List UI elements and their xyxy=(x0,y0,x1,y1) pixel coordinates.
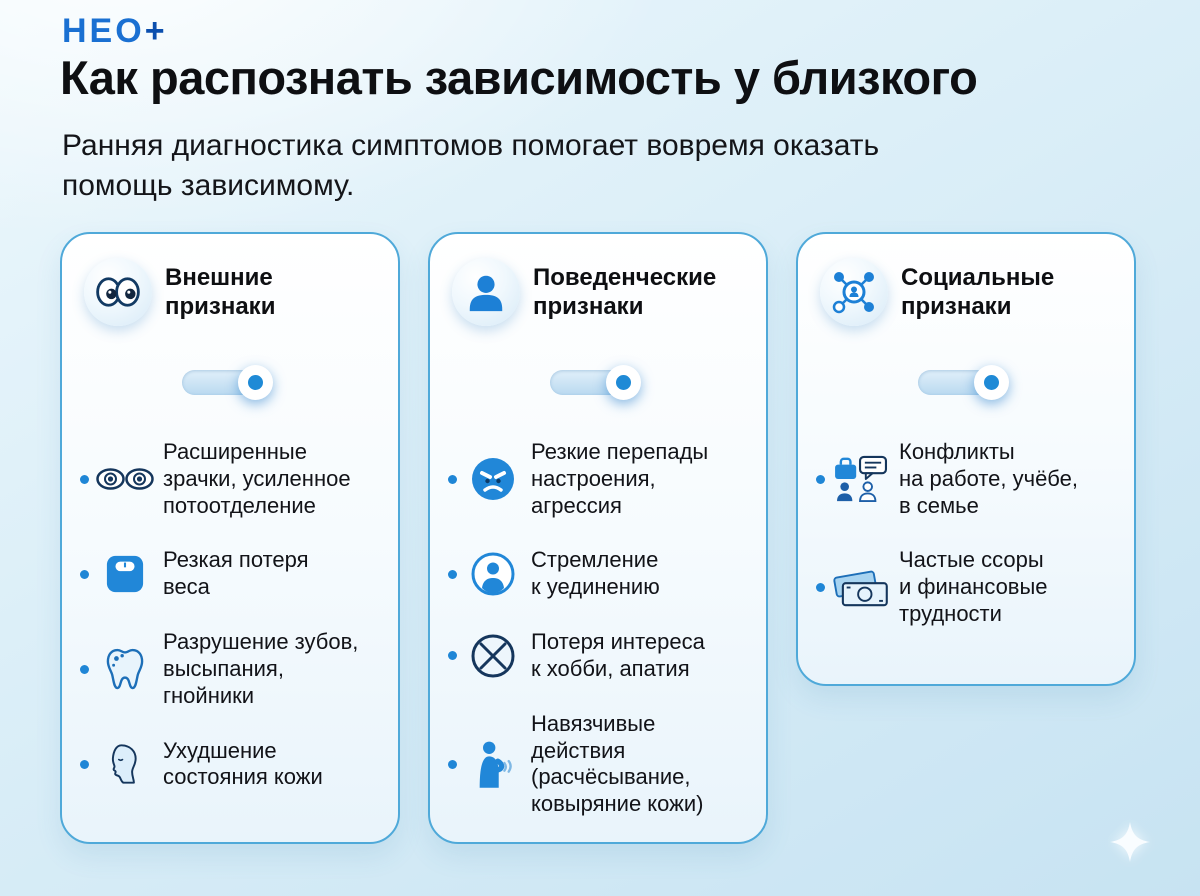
scale-icon xyxy=(95,554,155,594)
face-profile-icon xyxy=(95,742,155,786)
eyes-icon xyxy=(95,465,155,493)
item-text: Ухудшение состояния кожи xyxy=(163,737,323,790)
list-item: Ухудшение состояния кожи xyxy=(80,737,378,792)
list-item: Расширенные зрачки, усиленное потоотделе… xyxy=(80,439,378,519)
card-behavioral-signs: Поведенческие признаки Резкие перепады н… xyxy=(428,232,768,844)
bullet-dot xyxy=(448,759,457,769)
item-text: Расширенные зрачки, усиленное потоотделе… xyxy=(163,439,351,518)
toggle-switch[interactable] xyxy=(550,365,641,400)
person-in-circle-icon xyxy=(463,551,523,597)
tooth-icon xyxy=(95,648,155,690)
bullet-dot xyxy=(80,569,89,579)
item-text: Потеря интереса к хобби, апатия xyxy=(531,629,705,681)
list-item: Потеря интереса к хобби, апатия xyxy=(448,629,746,683)
bullet-dot xyxy=(816,583,825,593)
bullet-dot xyxy=(448,474,457,484)
item-text: Навязчивые действия (расчёсывание, ковыр… xyxy=(531,710,704,817)
card-header: Внешние признаки xyxy=(84,258,378,326)
card-header: Социальные признаки xyxy=(820,258,1114,326)
list-item: Конфликты на работе, учёбе, в семье xyxy=(816,439,1114,519)
person-icon xyxy=(452,258,520,326)
card-social-signs: Социальные признаки xyxy=(796,232,1136,686)
item-text: Резкая потеря веса xyxy=(163,547,309,600)
money-icon xyxy=(831,567,891,609)
angry-face-icon xyxy=(463,456,523,502)
toggle-knob xyxy=(974,365,1009,400)
brand-logo-text: НЕО xyxy=(62,12,145,50)
item-text: Частые ссоры и финансовые трудности xyxy=(899,547,1048,627)
bullet-dot xyxy=(80,664,89,674)
toggle-knob xyxy=(238,365,273,400)
card-title: Внешние признаки xyxy=(165,263,276,320)
toggle-knob xyxy=(606,365,641,400)
toggle-switch[interactable] xyxy=(182,365,273,400)
toggle-switch[interactable] xyxy=(918,365,1009,400)
list-item: Разрушение зубов, высыпания, гнойники xyxy=(80,629,378,709)
bullet-dot xyxy=(80,759,89,769)
signs-list: Расширенные зрачки, усиленное потоотделе… xyxy=(80,439,378,792)
scratching-icon xyxy=(463,740,523,789)
item-text: Конфликты на работе, учёбе, в семье xyxy=(899,439,1079,518)
no-interest-icon xyxy=(463,633,523,679)
list-item: Навязчивые действия (расчёсывание, ковыр… xyxy=(448,710,746,818)
brand-logo: НЕО+ xyxy=(62,12,165,51)
page-subtitle: Ранняя диагностика симптомов помогает во… xyxy=(62,129,880,202)
card-title: Социальные признаки xyxy=(901,263,1055,320)
bullet-dot xyxy=(80,474,89,484)
item-text: Стремление к уединению xyxy=(531,547,660,600)
card-header: Поведенческие признаки xyxy=(452,258,746,326)
item-text: Резкие перепады настроения, агрессия xyxy=(531,439,709,518)
item-text: Разрушение зубов, высыпания, гнойники xyxy=(163,629,359,708)
list-item: Стремление к уединению xyxy=(448,547,746,601)
bullet-dot xyxy=(448,651,457,661)
signs-list: Резкие перепады настроения, агрессия Стр… xyxy=(448,439,746,818)
list-item: Частые ссоры и финансовые трудности xyxy=(816,547,1114,627)
list-item: Резкие перепады настроения, агрессия xyxy=(448,439,746,519)
cards-row: Внешние признаки Расширенные зр xyxy=(60,232,1136,844)
card-title: Поведенческие признаки xyxy=(533,263,717,320)
signs-list: Конфликты на работе, учёбе, в семье xyxy=(816,439,1114,628)
brand-logo-plus-icon: + xyxy=(144,12,165,50)
bullet-dot xyxy=(816,474,825,484)
bullet-dot xyxy=(448,569,457,579)
page-title: Как распознать зависимость у близкого xyxy=(60,51,978,104)
card-external-signs: Внешние признаки Расширенные зр xyxy=(60,232,400,844)
network-icon xyxy=(820,258,888,326)
work-conflict-icon xyxy=(831,455,891,503)
list-item: Резкая потеря веса xyxy=(80,547,378,601)
sparkle-icon xyxy=(1110,822,1150,867)
googly-eyes-icon xyxy=(84,258,152,326)
